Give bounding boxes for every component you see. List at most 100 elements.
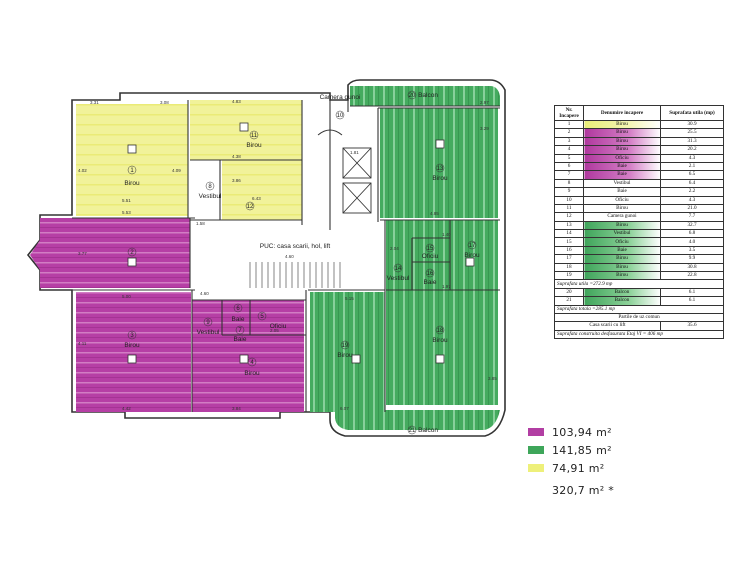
svg-text:5.00: 5.00	[122, 294, 131, 299]
svg-text:12: 12	[247, 204, 254, 210]
svg-text:14: 14	[395, 266, 402, 272]
cell-area: 21.0	[660, 203, 724, 214]
svg-text:Birou: Birou	[464, 252, 480, 259]
svg-text:1.58: 1.58	[196, 221, 205, 226]
svg-text:2: 2	[130, 250, 134, 256]
svg-text:2.97: 2.97	[480, 100, 489, 105]
svg-text:Baie: Baie	[231, 316, 244, 323]
legend-purple-text: 103,94 m²	[552, 425, 612, 439]
svg-text:10: 10	[337, 113, 344, 119]
svg-text:11: 11	[251, 133, 258, 139]
cell-area: 30.9	[660, 119, 724, 130]
svg-text:5.15: 5.15	[345, 296, 354, 301]
cell-area: 6.8	[660, 229, 724, 239]
svg-text:Birou: Birou	[124, 180, 140, 187]
common-title-row: Partile de uz comun	[554, 312, 724, 323]
cell-name: Birou	[583, 220, 661, 231]
cell-area: 30.8	[660, 262, 724, 273]
svg-text:2.05: 2.05	[270, 328, 279, 333]
legend-purple: 103,94 m²	[528, 425, 612, 439]
svg-text:18: 18	[437, 328, 444, 334]
area-table: Nr. Incapere Denumire incapere Suprafata…	[554, 105, 724, 340]
cell-nr: 18	[554, 262, 584, 273]
sum-total-row: Suprafata totala =285.1 mp	[554, 304, 724, 315]
purple-zone	[30, 218, 304, 412]
svg-text:3.86: 3.86	[232, 178, 241, 183]
svg-text:6: 6	[236, 306, 240, 312]
cell-name: Oficiu	[583, 195, 661, 205]
cell-area: 31.3	[660, 136, 724, 147]
cell-area: 4.3	[660, 195, 724, 205]
cell-nr: 5	[554, 153, 584, 163]
svg-text:4.42: 4.42	[122, 406, 131, 411]
cell-nr: 12	[554, 212, 584, 222]
stair-hall-label: PUC: casa scarii, hol, lift	[260, 243, 331, 250]
col-header-name: Denumire incapere	[583, 105, 661, 121]
legend-total: 320,7 m² *	[528, 483, 615, 497]
sum-built-row: Suprafata construita desfasurata Etaj VI…	[554, 329, 724, 340]
svg-text:5: 5	[260, 314, 264, 320]
svg-text:Baie: Baie	[423, 279, 436, 286]
svg-text:3.31: 3.31	[90, 100, 99, 105]
col-header-area: Suprafata utila (mp)	[660, 105, 724, 121]
cell-area: 4.0	[660, 237, 724, 247]
svg-text:15: 15	[427, 246, 434, 252]
cell-nr: 1	[554, 119, 584, 130]
sum-util-row: Suprafata utila =272.9 mp	[554, 279, 724, 289]
svg-text:Balcon: Balcon	[418, 427, 438, 434]
cell-nr: 11	[554, 203, 584, 214]
svg-text:17: 17	[469, 243, 476, 249]
cell-name: Birou	[583, 262, 661, 273]
cell-nr: 14	[554, 229, 584, 239]
svg-text:16: 16	[427, 271, 434, 277]
svg-text:4.02: 4.02	[78, 168, 87, 173]
legend-yellow-text: 74,91 m²	[552, 461, 605, 475]
svg-text:3.08: 3.08	[160, 100, 169, 105]
cell-area: 4.3	[660, 153, 724, 163]
cell-nr: 9	[554, 187, 584, 197]
table-row: Suprafata totala =285.1 mp	[554, 304, 724, 315]
cell-name: Birou	[583, 271, 661, 281]
svg-text:4.60: 4.60	[285, 254, 294, 259]
svg-text:20: 20	[409, 93, 416, 99]
green-zone	[310, 86, 500, 430]
svg-text:8: 8	[208, 184, 212, 190]
svg-text:4.11: 4.11	[78, 341, 87, 346]
building-outline	[26, 79, 506, 437]
cell-nr: 4	[554, 145, 584, 155]
cell-area: 2.2	[660, 187, 724, 197]
legend-total-text: 320,7 m² *	[552, 483, 615, 497]
cell-nr: 3	[554, 136, 584, 147]
legend-yellow: 74,91 m²	[528, 461, 605, 475]
table-row: Suprafata construita desfasurata Etaj VI…	[554, 329, 724, 340]
common-area: 35.6	[660, 321, 724, 331]
svg-text:Camera gunoi: Camera gunoi	[320, 94, 361, 101]
cell-nr: 7	[554, 170, 584, 180]
cell-nr: 17	[554, 254, 584, 264]
svg-text:4.38: 4.38	[232, 154, 241, 159]
table-row: Partile de uz comun	[554, 312, 724, 323]
cell-name: Camera gunoi	[583, 212, 661, 222]
